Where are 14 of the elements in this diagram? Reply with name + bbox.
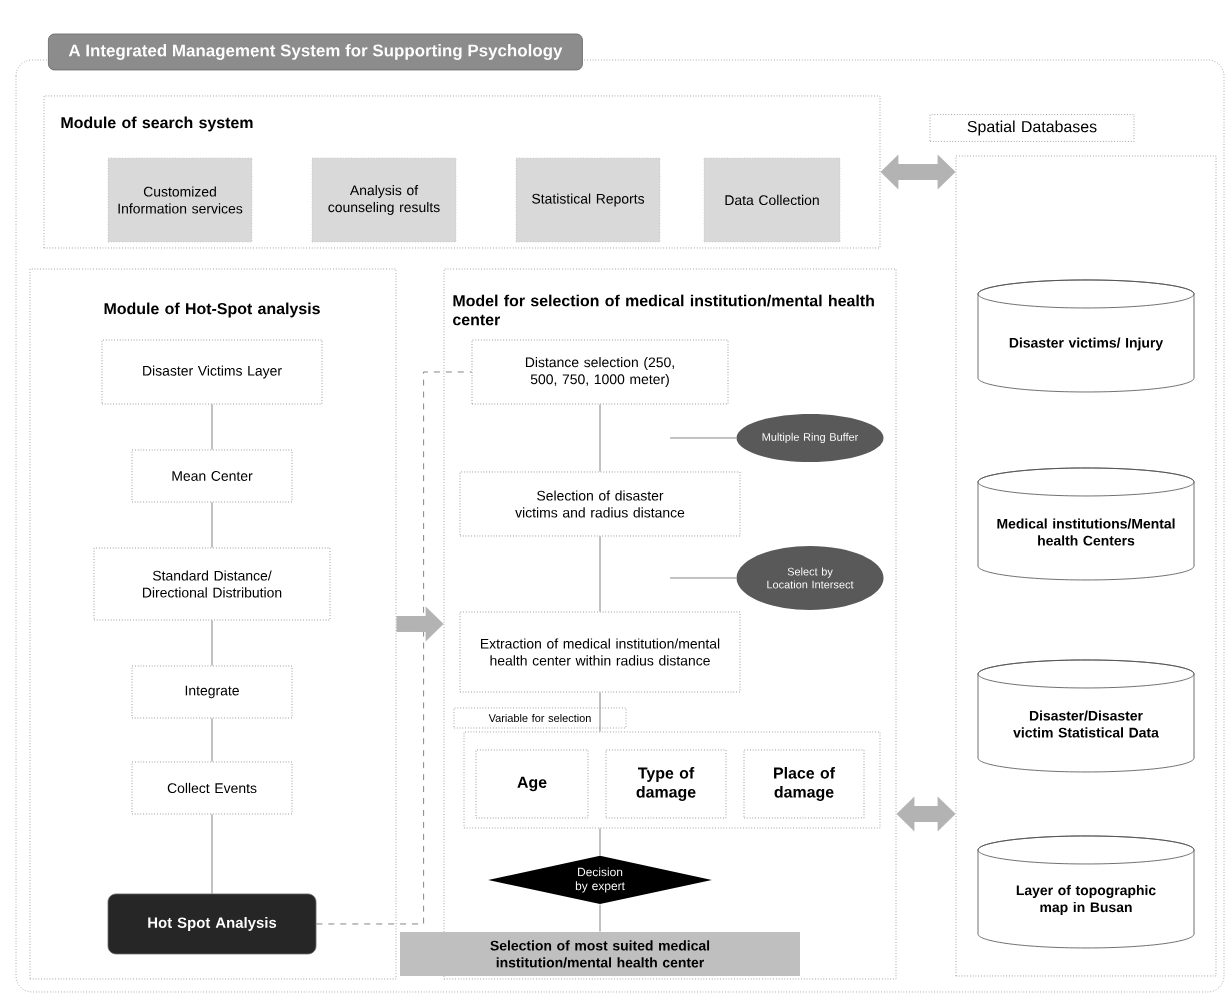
- connector-line: [599, 403, 601, 472]
- connector-line: [599, 904, 601, 932]
- connector-line: [669, 577, 737, 579]
- connector-line: [669, 437, 737, 439]
- connector-line: [599, 691, 601, 732]
- connector-line: [211, 619, 213, 666]
- connector-line: [211, 813, 213, 894]
- connector-line: [599, 535, 601, 612]
- connector-line: [599, 827, 601, 856]
- title-banner: A Integrated Management System for Supporting Psychology: [48, 33, 583, 71]
- connector-line: [316, 371, 472, 925]
- connector-line: [211, 717, 213, 762]
- connector-line: [211, 501, 213, 548]
- connector-line: [211, 403, 213, 450]
